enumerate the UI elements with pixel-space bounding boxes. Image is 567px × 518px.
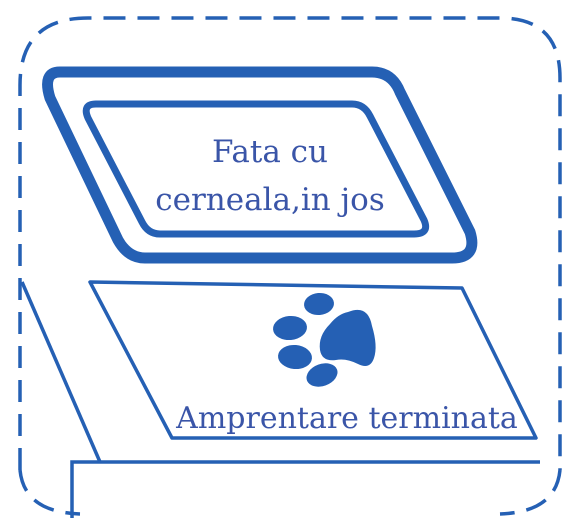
- window-inner-frame: [82, 100, 430, 238]
- scanner-left-edge: [20, 281, 102, 463]
- window-label-line2: cerneala,in jos: [155, 182, 385, 218]
- window-label-line1: Fata cu: [212, 134, 328, 170]
- dashed-frame-bottom: [18, 469, 562, 516]
- scanner-label: Amprentare terminata: [175, 401, 518, 436]
- dashed-frame: [18, 16, 562, 470]
- paw-print-icon: [273, 292, 376, 387]
- scanner-glass: [88, 280, 538, 440]
- scanner-base: [70, 460, 540, 518]
